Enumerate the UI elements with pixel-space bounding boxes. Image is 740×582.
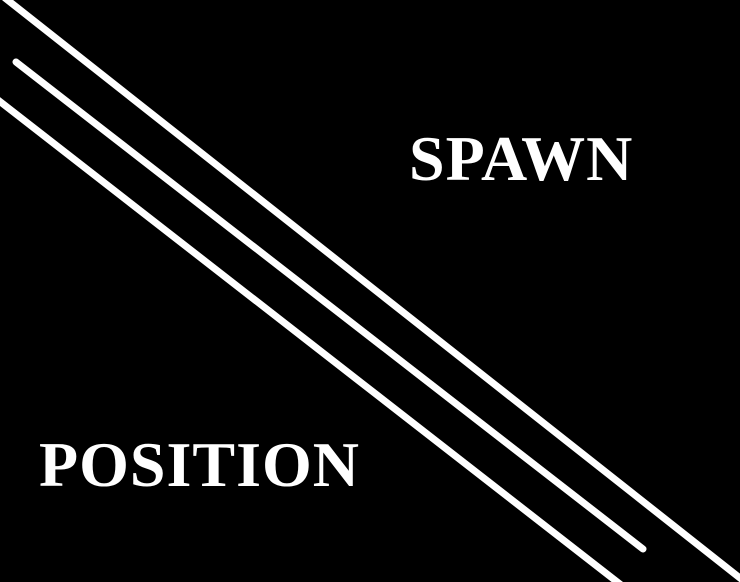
spawn-text: SPAWN [409,123,634,194]
position-text: POSITION [39,429,360,500]
diagonal-line-2 [12,58,647,553]
diagonal-line-3 [0,97,623,582]
